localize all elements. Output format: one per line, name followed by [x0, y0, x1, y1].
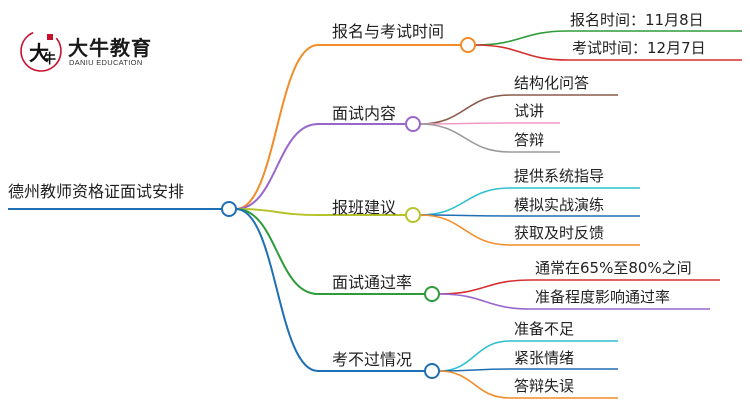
- branch-node: [405, 116, 421, 132]
- branch-label-advice: 报班建议: [332, 198, 397, 217]
- logo-subtitle: DANIU EDUCATION: [69, 58, 143, 67]
- leaf-connector: [419, 214, 511, 246]
- leaf-connector: [438, 340, 511, 372]
- logo-name: 大牛教育: [68, 36, 152, 60]
- branch-connector: [235, 208, 319, 295]
- leaf-registration-date: 报名时间：11月8日: [570, 11, 704, 29]
- logo: 大 牛 大牛教育 DANIU EDUCATION: [18, 28, 168, 74]
- leaf-pass-rate-factor: 准备程度影响通过率: [535, 288, 671, 306]
- branch-label-registration: 报名与考试时间: [332, 22, 445, 41]
- leaf-nervousness: 紧张情绪: [514, 349, 575, 367]
- leaf-insufficient-prep: 准备不足: [514, 320, 575, 338]
- branch-label-content: 面试内容: [332, 104, 397, 123]
- leaf-connector: [438, 279, 532, 295]
- svg-text:牛: 牛: [43, 51, 56, 67]
- branch-node: [424, 286, 440, 302]
- leaf-defense-errors: 答辩失误: [514, 377, 575, 395]
- leaf-connector: [419, 187, 511, 216]
- leaf-mock-practice: 模拟实战演练: [514, 196, 605, 214]
- leaf-defense: 答辩: [514, 131, 545, 149]
- branch-node: [405, 207, 421, 223]
- branch-node: [424, 363, 440, 379]
- leaf-connector: [419, 214, 511, 217]
- branch-node: [460, 37, 476, 53]
- root-node: [221, 201, 237, 217]
- svg-text:大: 大: [29, 41, 49, 65]
- branch-label-pass-rate: 面试通过率: [332, 273, 413, 292]
- leaf-structured-qa: 结构化问答: [514, 74, 590, 92]
- leaf-connector: [438, 370, 511, 399]
- leaf-systematic-guidance: 提供系统指导: [514, 167, 605, 185]
- leaf-connector: [474, 44, 569, 61]
- leaf-connector: [438, 293, 532, 310]
- daniu-logo-icon: 大 牛: [20, 30, 62, 72]
- leaf-trial-lecture: 试讲: [514, 102, 545, 120]
- leaf-connector: [419, 122, 511, 125]
- branch-connector: [235, 208, 319, 372]
- leaf-connector: [419, 123, 511, 153]
- leaf-connector: [474, 30, 569, 46]
- root-label: 德州教师资格证面试安排: [8, 182, 185, 201]
- leaf-exam-date: 考试时间：12月7日: [572, 39, 706, 57]
- leaf-timely-feedback: 获取及时反馈: [514, 224, 605, 242]
- branch-connector: [235, 123, 319, 210]
- leaf-connector: [419, 94, 511, 125]
- branch-label-failure: 考不过情况: [332, 350, 413, 369]
- branch-connector: [235, 44, 319, 210]
- branch-connector: [235, 208, 319, 216]
- leaf-pass-rate-range: 通常在65%至80%之间: [535, 259, 692, 277]
